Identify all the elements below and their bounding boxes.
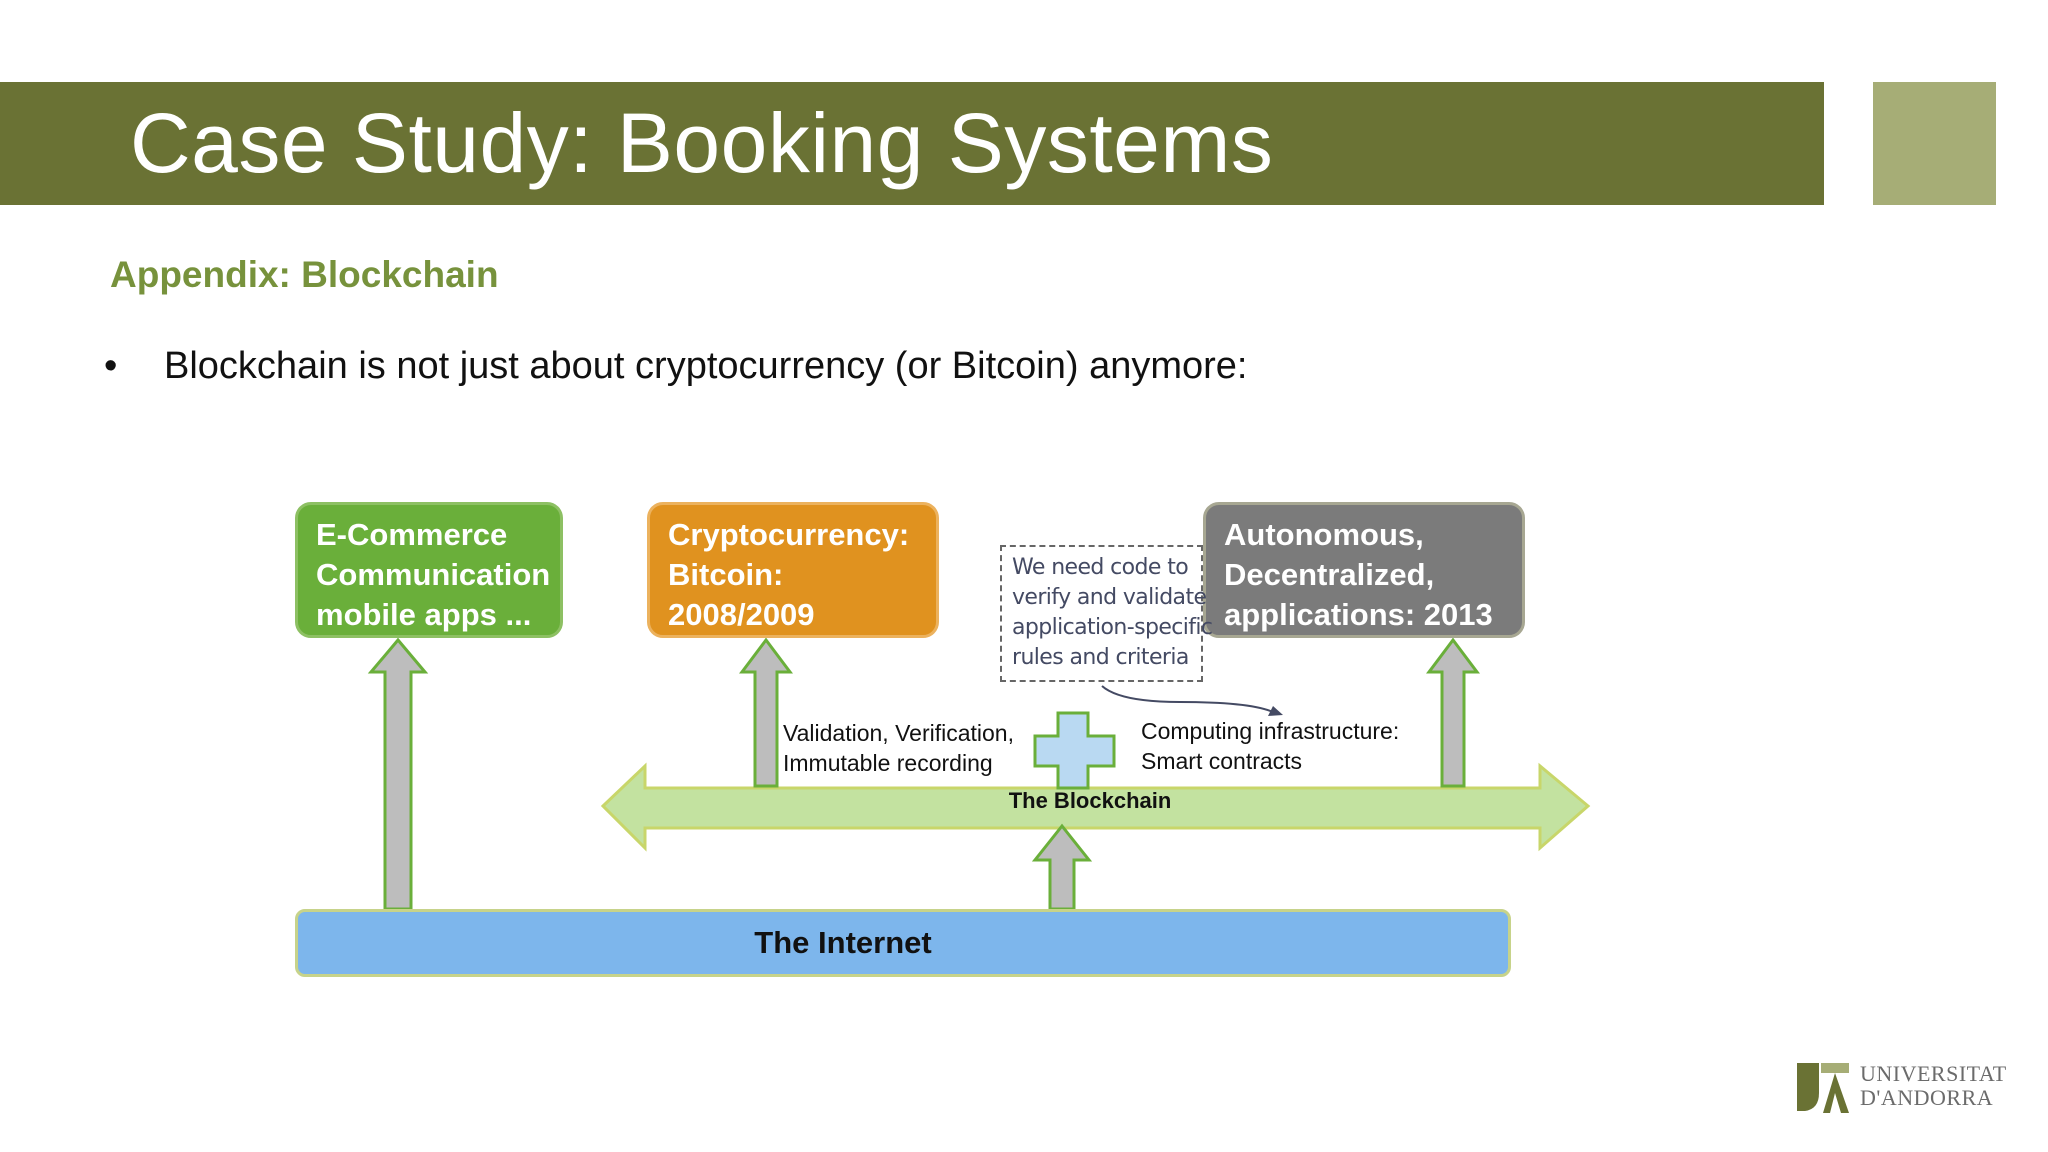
bullet-marker: • <box>104 345 118 387</box>
ecommerce-line: Communication <box>316 557 551 592</box>
note-line: rules and criteria <box>1012 645 1189 670</box>
up-arrow-blockchain-to-autonomous <box>1426 637 1480 788</box>
crypto-line: Bitcoin: <box>668 557 784 592</box>
note-line: verify and validate <box>1012 585 1207 610</box>
crypto-line: 2008/2009 <box>668 597 815 632</box>
autonomous-apps-box: Autonomous, Decentralized, applications:… <box>1203 502 1525 638</box>
note-connector-arrowhead <box>1268 706 1283 716</box>
computing-line: Computing infrastructure: <box>1141 718 1400 744</box>
crypto-line: Cryptocurrency: <box>668 517 910 552</box>
up-arrow-internet-to-blockchain <box>1031 823 1093 911</box>
up-arrow-internet-to-ecommerce <box>367 637 429 911</box>
ecommerce-line: mobile apps ... <box>316 597 532 632</box>
university-logo-icon <box>1797 1059 1849 1113</box>
ecommerce-line: E-Commerce <box>316 517 508 552</box>
university-logo-text: UNIVERSITAT D'ANDORRA <box>1860 1062 2007 1110</box>
logo-line: UNIVERSITAT <box>1860 1061 2007 1086</box>
autonomous-line: Decentralized, <box>1224 557 1435 592</box>
note-line: application-specific <box>1012 615 1213 640</box>
slide-subtitle: Appendix: Blockchain <box>110 254 499 295</box>
blockchain-arrow <box>600 762 1591 852</box>
title-bar <box>0 82 1824 205</box>
up-arrow-blockchain-to-crypto <box>739 637 793 788</box>
code-validation-note: We need code to verify and validate appl… <box>1000 545 1213 682</box>
ecommerce-box: E-Commerce Communication mobile apps ... <box>295 502 563 638</box>
validation-label: Validation, Verification, Immutable reco… <box>783 718 1014 778</box>
title-accent-square <box>1873 82 1996 205</box>
autonomous-line: applications: 2013 <box>1224 597 1493 632</box>
bullet-text: Blockchain is not just about cryptocurre… <box>164 345 1248 387</box>
slide-title: Case Study: Booking Systems <box>130 96 1274 190</box>
autonomous-line: Autonomous, <box>1224 517 1424 552</box>
logo-line: D'ANDORRA <box>1860 1085 1994 1110</box>
computing-line: Smart contracts <box>1141 748 1303 774</box>
cryptocurrency-box: Cryptocurrency: Bitcoin: 2008/2009 <box>647 502 939 638</box>
note-connector-line <box>1101 685 1274 713</box>
internet-bar <box>295 909 1511 977</box>
blockchain-label: The Blockchain <box>1008 788 1172 813</box>
validation-line: Validation, Verification, <box>783 720 1014 746</box>
internet-label: The Internet <box>754 925 932 960</box>
plus-icon <box>1033 711 1116 790</box>
note-line: We need code to <box>1012 555 1189 580</box>
computing-label: Computing infrastructure: Smart contract… <box>1141 716 1399 776</box>
validation-line: Immutable recording <box>783 750 993 776</box>
